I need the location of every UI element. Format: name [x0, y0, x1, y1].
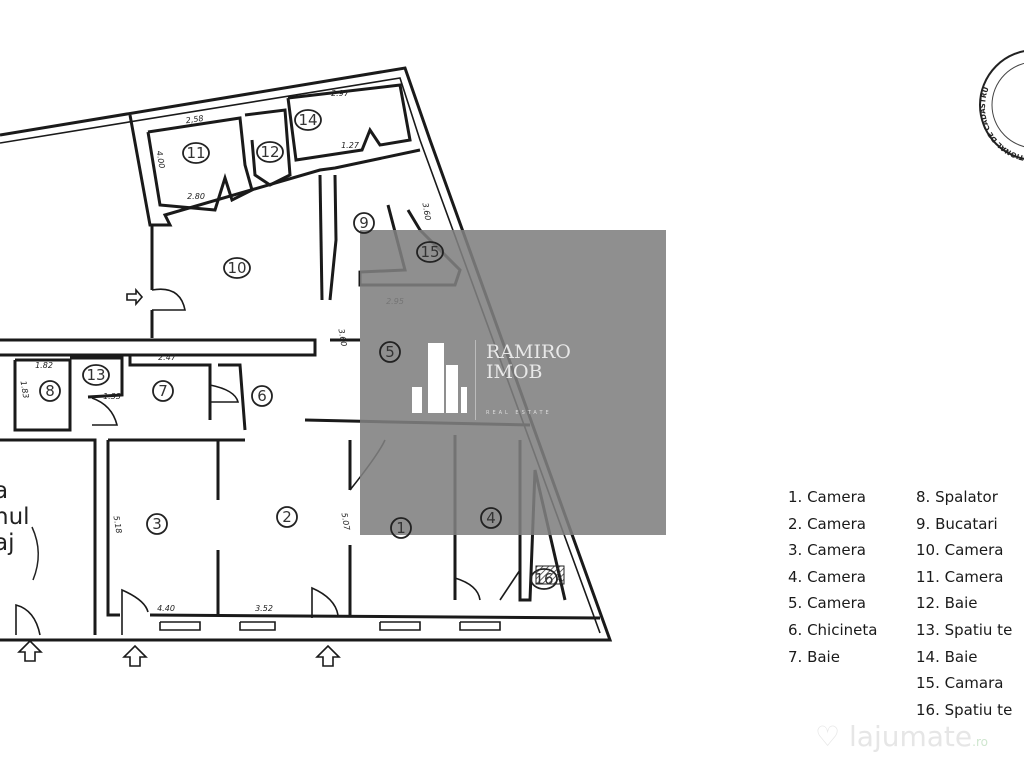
legend-item: 13. Spatiu te: [916, 620, 1013, 639]
wall-room-11: [146, 116, 254, 212]
lajumate-tld: .ro: [972, 735, 988, 749]
dimension-label: 2,58: [185, 114, 204, 125]
door: [91, 397, 119, 426]
dimension-label: 4.00: [154, 150, 166, 169]
wall-room-14: [286, 83, 412, 162]
wall-room-7: [128, 355, 212, 420]
legend-item: 12. Baie: [916, 594, 978, 613]
legend-column-1: 1. Camera 2. Camera 3. Camera 4. Camera 5. C…: [788, 484, 877, 670]
wall-room-6: [218, 363, 247, 431]
wall-room-10-right: [318, 174, 324, 301]
dimension-label: 2.47: [158, 353, 177, 362]
door: [121, 588, 149, 635]
watermark-divider: [475, 340, 476, 420]
legend-item: 14. Baie: [916, 647, 978, 666]
watermark-line1: RAMIRO: [486, 341, 571, 363]
door: [151, 288, 186, 311]
dimension-label: 5.18: [111, 515, 123, 534]
entry-arrow-icon: [126, 287, 144, 307]
wall-room-8: [13, 358, 72, 432]
wall-upper-block: [128, 114, 421, 227]
heart-icon: ♡: [815, 720, 850, 753]
arrow-up-icon: [122, 644, 148, 667]
legend-item: 16. Spatiu te: [916, 700, 1013, 719]
window-2: [239, 621, 276, 631]
wall-front: [149, 613, 601, 620]
legend-item: 3. Camera: [788, 541, 866, 560]
wall-room-9: [328, 174, 338, 301]
bracket: [31, 526, 39, 581]
watermark-line2: IMOB: [486, 361, 543, 383]
entrances: [17, 639, 341, 667]
door: [454, 576, 481, 601]
legend-item: 15. Camara: [916, 674, 1004, 693]
partial-label-line: a: [0, 478, 9, 504]
wall-corridor: [0, 438, 97, 635]
building-logo-icon: [412, 343, 467, 413]
legend-item: 1. Camera: [788, 488, 866, 506]
window-3: [379, 621, 421, 631]
window-1: [159, 621, 201, 631]
legend-item: 6. Chicineta: [788, 620, 878, 639]
outer-wall: [0, 66, 613, 642]
door: [15, 603, 41, 636]
wall-room-12: [244, 108, 292, 187]
legend-item: 4. Camera: [788, 567, 866, 586]
partial-room-label: a nul aj: [0, 478, 30, 556]
legend-item: 11. Camera: [916, 567, 1004, 586]
seal-text: NATIONAL DE CADASTRU: [979, 86, 1024, 163]
legend-item: 7. Baie: [788, 647, 840, 666]
dimension-label: 1.27: [341, 141, 360, 150]
door: [499, 569, 521, 601]
dimension-label: 3.52: [255, 604, 273, 613]
arrow-up-icon: [17, 639, 43, 662]
dimension-label: 1.82: [35, 361, 53, 370]
legend-item: 9. Bucatari: [916, 514, 998, 533]
legend-item: 2. Camera: [788, 514, 866, 533]
dimension-label: 2.97: [331, 89, 350, 98]
dimension-label: 1.83: [18, 380, 30, 399]
dimension-label: 5.07: [339, 512, 351, 532]
watermark-tagline: REAL ESTATE: [486, 410, 552, 416]
dimension-label: 2.80: [187, 192, 205, 201]
arrow-up-icon: [315, 644, 341, 667]
legend-column-2: 8. Spalator 9. Bucatari 10. Camera 11. Came…: [916, 484, 1012, 723]
svg-text:NATIONAL DE CADASTRU: NATIONAL DE CADASTRU: [979, 86, 1024, 163]
dimension-label: 3.60: [336, 328, 348, 347]
wall-room-3: [106, 440, 120, 617]
dimension-labels: 2.972,584.002.801.272.953.602.471.821.83…: [18, 89, 432, 613]
lajumate-name: lajumate: [849, 720, 973, 753]
partial-label-line: aj: [0, 530, 15, 556]
wall-mid-h: [0, 338, 317, 357]
hatched-area: [535, 565, 565, 585]
partial-label-line: nul: [0, 504, 30, 530]
cadastre-seal: NATIONAL DE CADASTRU: [979, 50, 1024, 163]
legend-item: 10. Camera: [916, 541, 1004, 560]
legend-item: 8. Spalator: [916, 488, 998, 506]
dimension-label: 3.60: [420, 202, 432, 221]
door: [311, 586, 339, 618]
wall-room-13: [70, 356, 124, 399]
lajumate-watermark: ♡ lajumate.ro: [815, 720, 988, 753]
legend-item: 5. Camera: [788, 594, 866, 613]
dimension-label: 4.40: [157, 604, 175, 613]
window-4: [459, 621, 501, 631]
dimension-label: 1.33: [103, 392, 121, 401]
door: [209, 384, 240, 403]
